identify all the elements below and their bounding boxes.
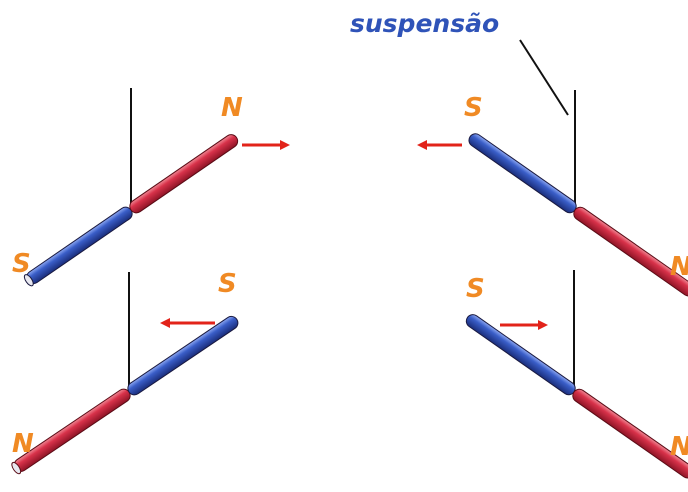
callout-leader-line [519, 39, 569, 116]
bar-end-cap [11, 461, 22, 475]
pole-label-left: S [466, 274, 485, 304]
pole-label-right: N [221, 93, 243, 123]
south-pole-segment [26, 206, 133, 285]
bar-end-cap [23, 274, 34, 287]
magnet-top-left: S N [12, 88, 290, 287]
north-pole-segment [572, 388, 688, 479]
pole-label-left: S [464, 93, 483, 123]
pole-label-right: S [218, 269, 237, 299]
south-pole-segment [127, 315, 239, 396]
north-pole-segment [129, 134, 239, 214]
magnet-bottom-right: S N [465, 270, 688, 479]
south-pole-segment [468, 133, 577, 214]
north-pole-segment [573, 206, 688, 297]
pole-label-left: S [12, 249, 31, 279]
pole-label-right: N [670, 432, 688, 462]
suspension-label: suspensão [350, 9, 499, 38]
pole-label-left: N [12, 429, 34, 459]
pole-label-right: N [670, 252, 688, 282]
magnet-bottom-left: N S [11, 269, 239, 475]
magnet-top-right: S N suspensão [350, 9, 688, 297]
